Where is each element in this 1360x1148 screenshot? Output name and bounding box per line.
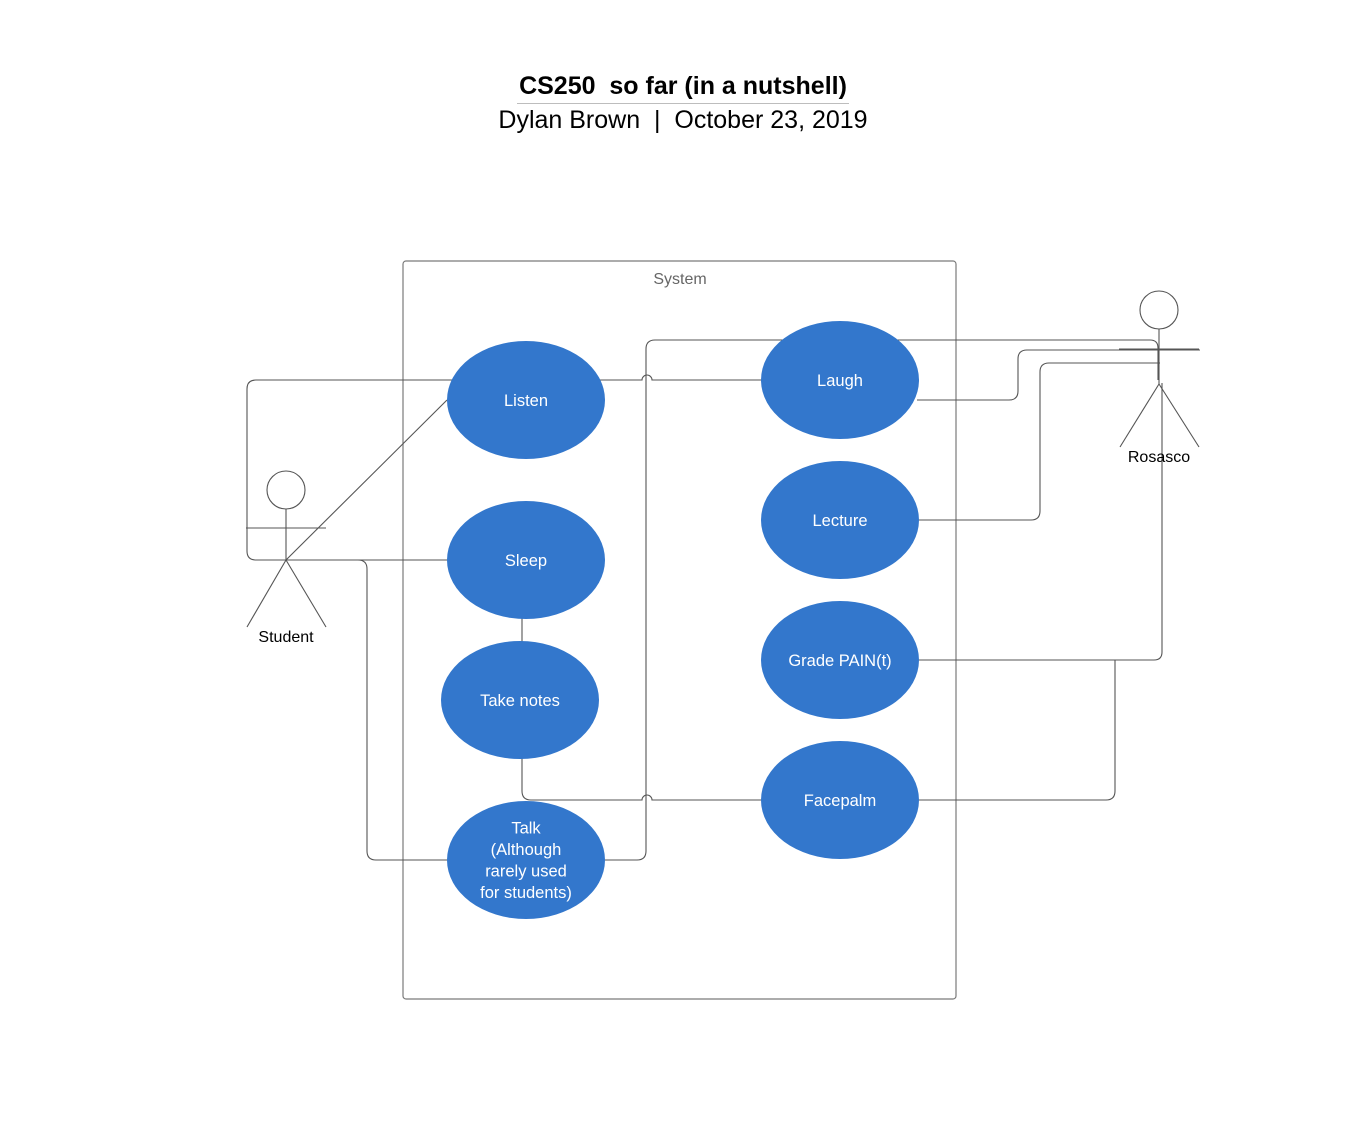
use-case-lecture-ellipse <box>761 461 919 579</box>
use-case-take-notes-ellipse <box>441 641 599 759</box>
connector-student-talk <box>286 559 447 861</box>
use-case-grade: Grade PAIN(t) <box>761 601 919 719</box>
use-case-sleep-ellipse <box>447 501 605 619</box>
actor-rosasco <box>1119 290 1200 448</box>
actor-student-head <box>266 470 306 510</box>
use-case-talk-ellipse <box>447 801 605 919</box>
header: CS250 so far (in a nutshell) Dylan Brown… <box>0 72 1360 135</box>
use-case-talk-label: Talk <box>511 820 541 838</box>
use-case-facepalm-label: Facepalm <box>804 792 876 810</box>
use-case-take-notes: Take notes <box>441 641 599 759</box>
use-case-grade-label: Grade PAIN(t) <box>788 652 891 670</box>
use-case-talk-label: rarely used <box>485 863 567 881</box>
connector-lecture-rosasco <box>919 362 1160 521</box>
use-case-grade-ellipse <box>761 601 919 719</box>
actor-student <box>246 470 327 628</box>
connectors <box>246 339 1200 861</box>
connector-student-listen <box>285 399 448 561</box>
use-case-listen-label: Listen <box>504 392 548 410</box>
use-case-facepalm: Facepalm <box>761 741 919 859</box>
diagram-title: CS250 so far (in a nutshell) <box>517 72 849 104</box>
use-case-laugh-ellipse <box>761 321 919 439</box>
connector-talk-rosasco <box>605 339 1159 861</box>
connector-laugh-rosasco <box>917 349 1200 401</box>
actor-student-label: Student <box>258 629 314 646</box>
use-case-talk-label: for students) <box>480 884 572 902</box>
use-case-facepalm-ellipse <box>761 741 919 859</box>
connector-student-laugh <box>246 374 762 561</box>
use-case-laugh: Laugh <box>761 321 919 439</box>
use-case-lecture: Lecture <box>761 461 919 579</box>
use-case-listen: Listen <box>447 341 605 459</box>
system-label: System <box>653 271 706 288</box>
use-case-take-notes-label: Take notes <box>480 692 560 710</box>
use-case-sleep-label: Sleep <box>505 552 547 570</box>
use-case-laugh-label: Laugh <box>817 372 863 390</box>
connector-grade-rosasco <box>919 383 1163 661</box>
use-case-listen-ellipse <box>447 341 605 459</box>
actor-rosasco-head <box>1139 290 1179 330</box>
connector-facepalm-rosasco <box>919 660 1116 801</box>
use-case-lecture-label: Lecture <box>812 512 867 530</box>
use-case-talk-label: (Although <box>491 841 562 859</box>
use-case-sleep: Sleep <box>447 501 605 619</box>
diagram-subtitle: Dylan Brown | October 23, 2019 <box>498 106 868 134</box>
system-boundary <box>402 260 957 1000</box>
use-case-talk: Talk (Although rarely used for students) <box>447 801 605 919</box>
actor-rosasco-label: Rosasco <box>1128 449 1190 466</box>
